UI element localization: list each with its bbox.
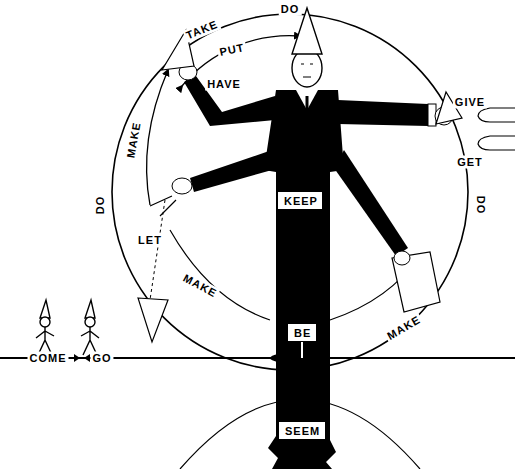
feet bbox=[270, 352, 330, 364]
walker bbox=[81, 300, 99, 355]
verb-label: DO bbox=[279, 3, 302, 16]
arrowhead bbox=[84, 354, 90, 362]
verb-label: MAKE bbox=[124, 119, 144, 161]
verb-label: MAKE bbox=[383, 312, 424, 343]
sticks bbox=[150, 196, 176, 216]
arm bbox=[338, 100, 428, 126]
walker bbox=[36, 300, 54, 355]
arm bbox=[334, 150, 408, 256]
arm bbox=[190, 150, 272, 192]
arrowhead bbox=[74, 354, 80, 362]
verb-label: GO bbox=[90, 352, 113, 365]
tie bbox=[306, 96, 309, 112]
verb-label: TAKE bbox=[182, 17, 221, 43]
verb-label: COME bbox=[28, 352, 69, 365]
hand bbox=[394, 251, 410, 265]
verb-box: KEEP bbox=[277, 191, 323, 210]
verb-label: MAKE bbox=[179, 271, 221, 301]
body bbox=[264, 90, 344, 469]
hand bbox=[478, 108, 515, 122]
verb-text: SEEM bbox=[285, 425, 319, 438]
verb-label: PUT bbox=[216, 41, 247, 60]
hand bbox=[172, 178, 192, 194]
verb-label: DO bbox=[94, 194, 107, 217]
arm bbox=[184, 76, 275, 126]
verb-box: SEEM bbox=[278, 421, 326, 440]
verb-text: BE bbox=[294, 327, 310, 340]
hand bbox=[478, 136, 515, 150]
verb-box: BE bbox=[287, 323, 317, 342]
make-arc bbox=[170, 230, 270, 320]
paper bbox=[392, 252, 440, 312]
make-arrow bbox=[147, 70, 168, 205]
verb-label: DO bbox=[474, 194, 487, 217]
be-line bbox=[301, 340, 303, 358]
verb-text: KEEP bbox=[284, 195, 316, 208]
face bbox=[301, 64, 313, 77]
verb-label: GIVE bbox=[453, 96, 487, 109]
verb-label: GET bbox=[455, 156, 485, 169]
verb-label: LET bbox=[136, 234, 164, 247]
falling-cone bbox=[138, 298, 168, 342]
fall-line bbox=[150, 200, 165, 300]
verb-label: HAVE bbox=[205, 78, 243, 91]
